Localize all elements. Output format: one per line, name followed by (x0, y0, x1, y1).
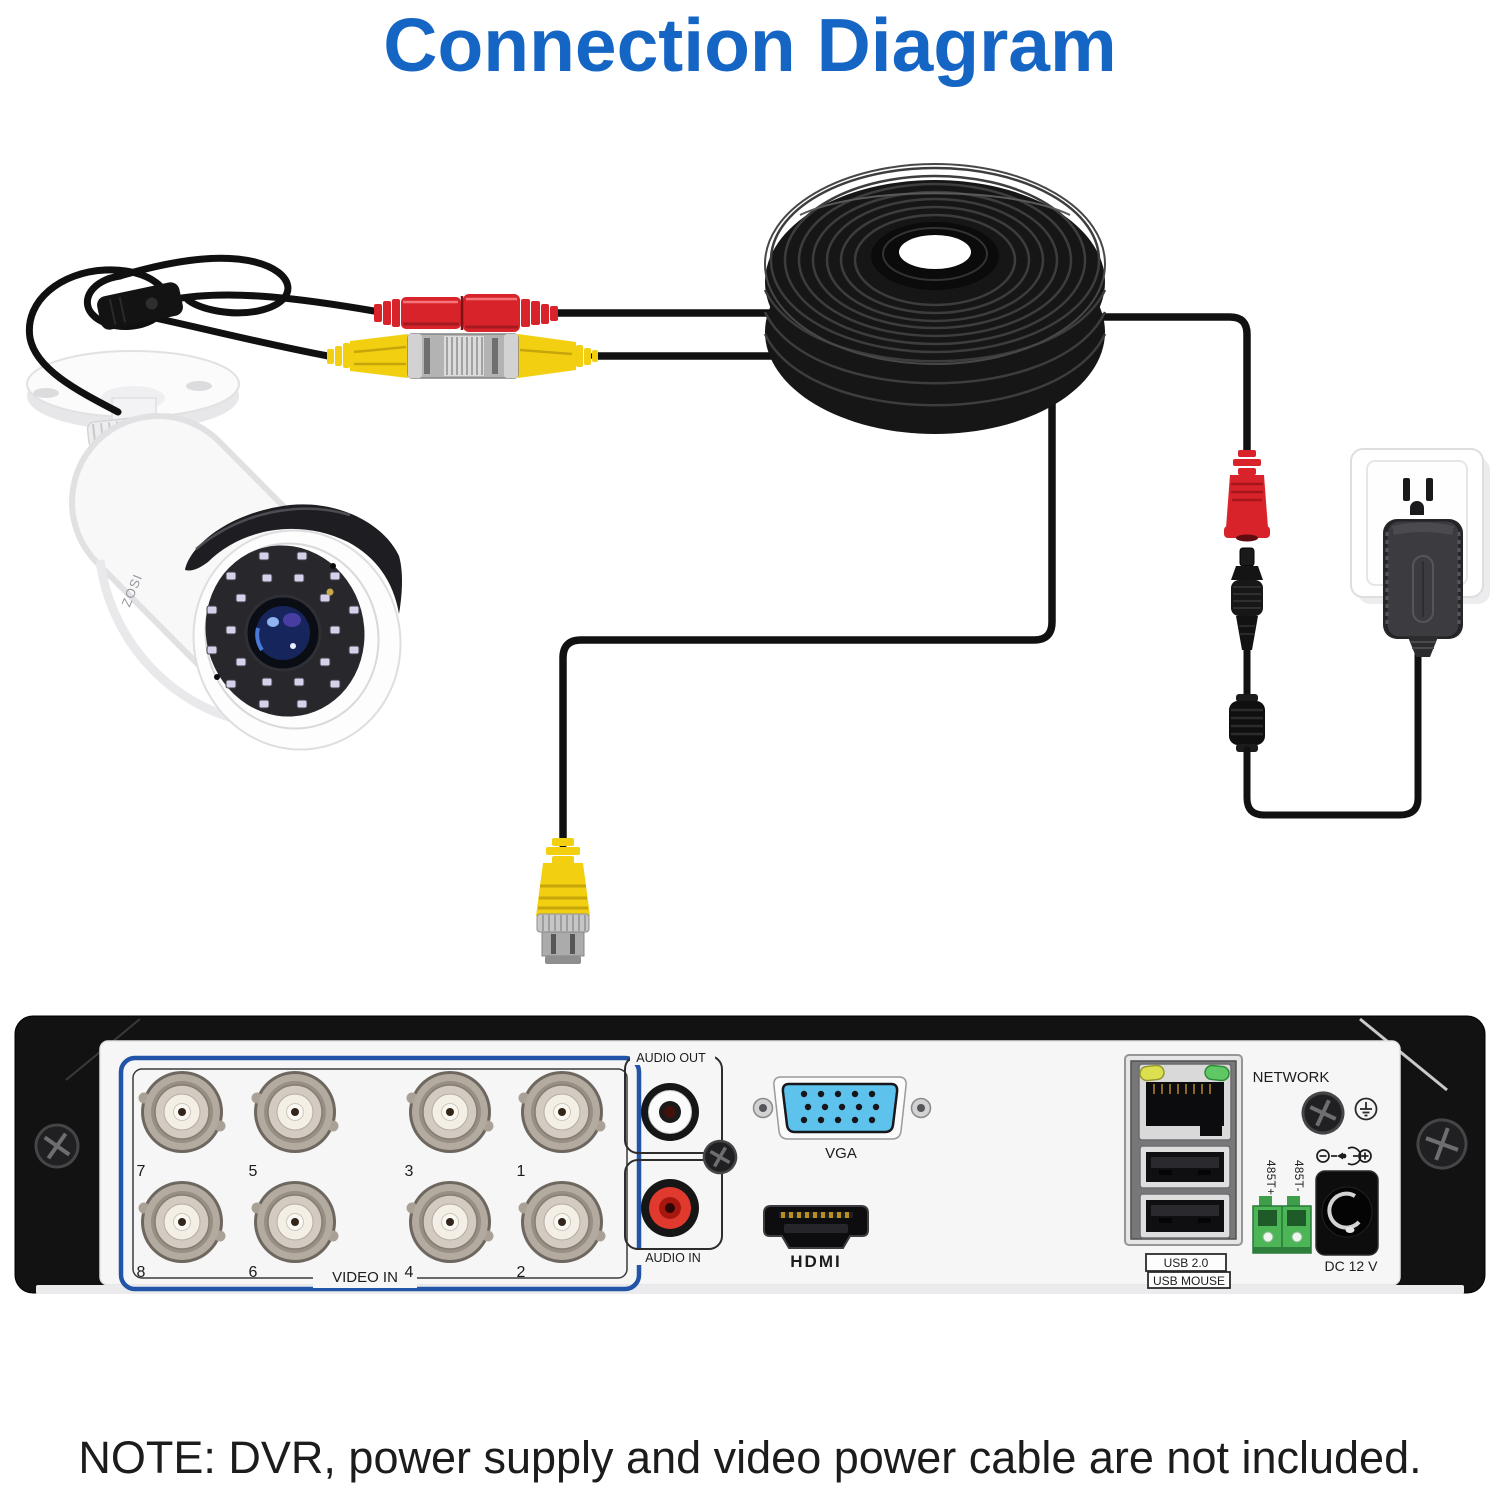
dc-label: DC 12 V (1325, 1258, 1379, 1274)
bnc-port (251, 1181, 339, 1263)
bnc-port (406, 1071, 494, 1153)
outlet-slot (1403, 478, 1410, 501)
usb-port (1139, 1145, 1231, 1189)
bnc-port-numbers: 7 5 3 1 8 6 4 2 (137, 1163, 526, 1281)
ferrite-bead (1229, 694, 1265, 752)
rs485-minus-label: 485T- (1292, 1160, 1304, 1192)
bnc-port (251, 1071, 339, 1153)
bnc-male-connector (536, 838, 590, 964)
bnc-port (138, 1181, 226, 1263)
svg-text:8: 8 (137, 1264, 146, 1281)
svg-text:6: 6 (249, 1264, 258, 1281)
cable-coil (763, 163, 1107, 434)
camera-pigtail-cable (25, 254, 378, 416)
bnc-port (518, 1181, 606, 1263)
chassis-screw (34, 1123, 80, 1169)
usb-mouse-label: USB MOUSE (1153, 1274, 1225, 1288)
cable-runs (552, 309, 1251, 849)
bnc-port (406, 1181, 494, 1263)
video-in-highlight-box (118, 1055, 642, 1292)
video-in-label: VIDEO IN (332, 1269, 398, 1286)
chassis-screw (1416, 1118, 1468, 1170)
wire-to-adapter (1243, 648, 1422, 819)
ethernet-led-green (1204, 1064, 1230, 1082)
hdmi-port: HDMI (763, 1205, 869, 1271)
dc-male-plug (1231, 547, 1263, 650)
bnc-coupler (407, 333, 519, 379)
dvr-rear-panel: VIDEO IN (14, 1015, 1486, 1294)
network-usb-block (1124, 1054, 1243, 1246)
outlet-ground-hole (1410, 501, 1424, 515)
footer-note: NOTE: DVR, power supply and video power … (78, 1432, 1422, 1483)
wire-coil-to-bnc (559, 378, 1056, 849)
usb-labels: USB 2.0 USB MOUSE (1145, 1253, 1231, 1289)
svg-text:5: 5 (249, 1163, 258, 1180)
usb-port (1139, 1193, 1231, 1239)
mount-screw-hole (33, 388, 59, 398)
power-adapter (1383, 519, 1463, 657)
bnc-video-ports (138, 1071, 606, 1263)
hdmi-label: HDMI (790, 1252, 841, 1271)
ethernet-led-yellow (1139, 1064, 1165, 1082)
mount-screw-hole (186, 381, 212, 391)
bnc-port (518, 1071, 606, 1153)
page-title: Connection Diagram (383, 3, 1117, 87)
ethernet-port (1138, 1063, 1232, 1141)
security-camera: ZOSI (26, 350, 402, 751)
cable-junction-block (97, 282, 183, 330)
vga-port: VGA (752, 1076, 932, 1162)
panel-screw (702, 1139, 738, 1175)
power-extension (1224, 450, 1422, 819)
audio-out-rca (641, 1083, 699, 1141)
rs485-plus-label: 485T+ (1264, 1160, 1276, 1195)
svg-text:2: 2 (517, 1264, 526, 1281)
wire-coil-to-power (1091, 313, 1251, 454)
camera-face (192, 529, 402, 751)
audio-out-label: AUDIO OUT (636, 1051, 706, 1065)
bnc-port (138, 1071, 226, 1153)
audio-in-rca (641, 1179, 699, 1237)
dc-power-section: DC 12 V (1315, 1146, 1379, 1274)
dc-polarity-icon (1316, 1146, 1372, 1166)
dc-female-connector (1224, 450, 1270, 542)
svg-text:3: 3 (405, 1163, 414, 1180)
rs485-section: 485T+ 485T- (1252, 1160, 1312, 1254)
audio-section: AUDIO OUT AUDIO IN (624, 1050, 738, 1265)
dc-power-connector-pair (374, 294, 558, 332)
outlet-slot (1426, 478, 1433, 501)
bnc-video-connector-pair (327, 333, 598, 379)
ground-symbol-icon (1354, 1097, 1378, 1121)
svg-text:4: 4 (405, 1264, 414, 1281)
vga-label: VGA (825, 1145, 857, 1162)
camera-lens (244, 594, 322, 672)
audio-in-label: AUDIO IN (645, 1251, 701, 1265)
ir-led-ring (206, 551, 360, 709)
usb20-label: USB 2.0 (1164, 1256, 1209, 1270)
panel-screw (1301, 1091, 1345, 1135)
vga-screw-post (752, 1097, 932, 1119)
camera-hood (185, 504, 402, 614)
rs485-terminal-block (1252, 1196, 1312, 1254)
video-in-section: VIDEO IN (118, 1055, 642, 1292)
svg-text:7: 7 (137, 1163, 146, 1180)
svg-text:1: 1 (517, 1163, 526, 1180)
network-label: NETWORK (1253, 1069, 1330, 1086)
dc-jack (1315, 1170, 1379, 1256)
